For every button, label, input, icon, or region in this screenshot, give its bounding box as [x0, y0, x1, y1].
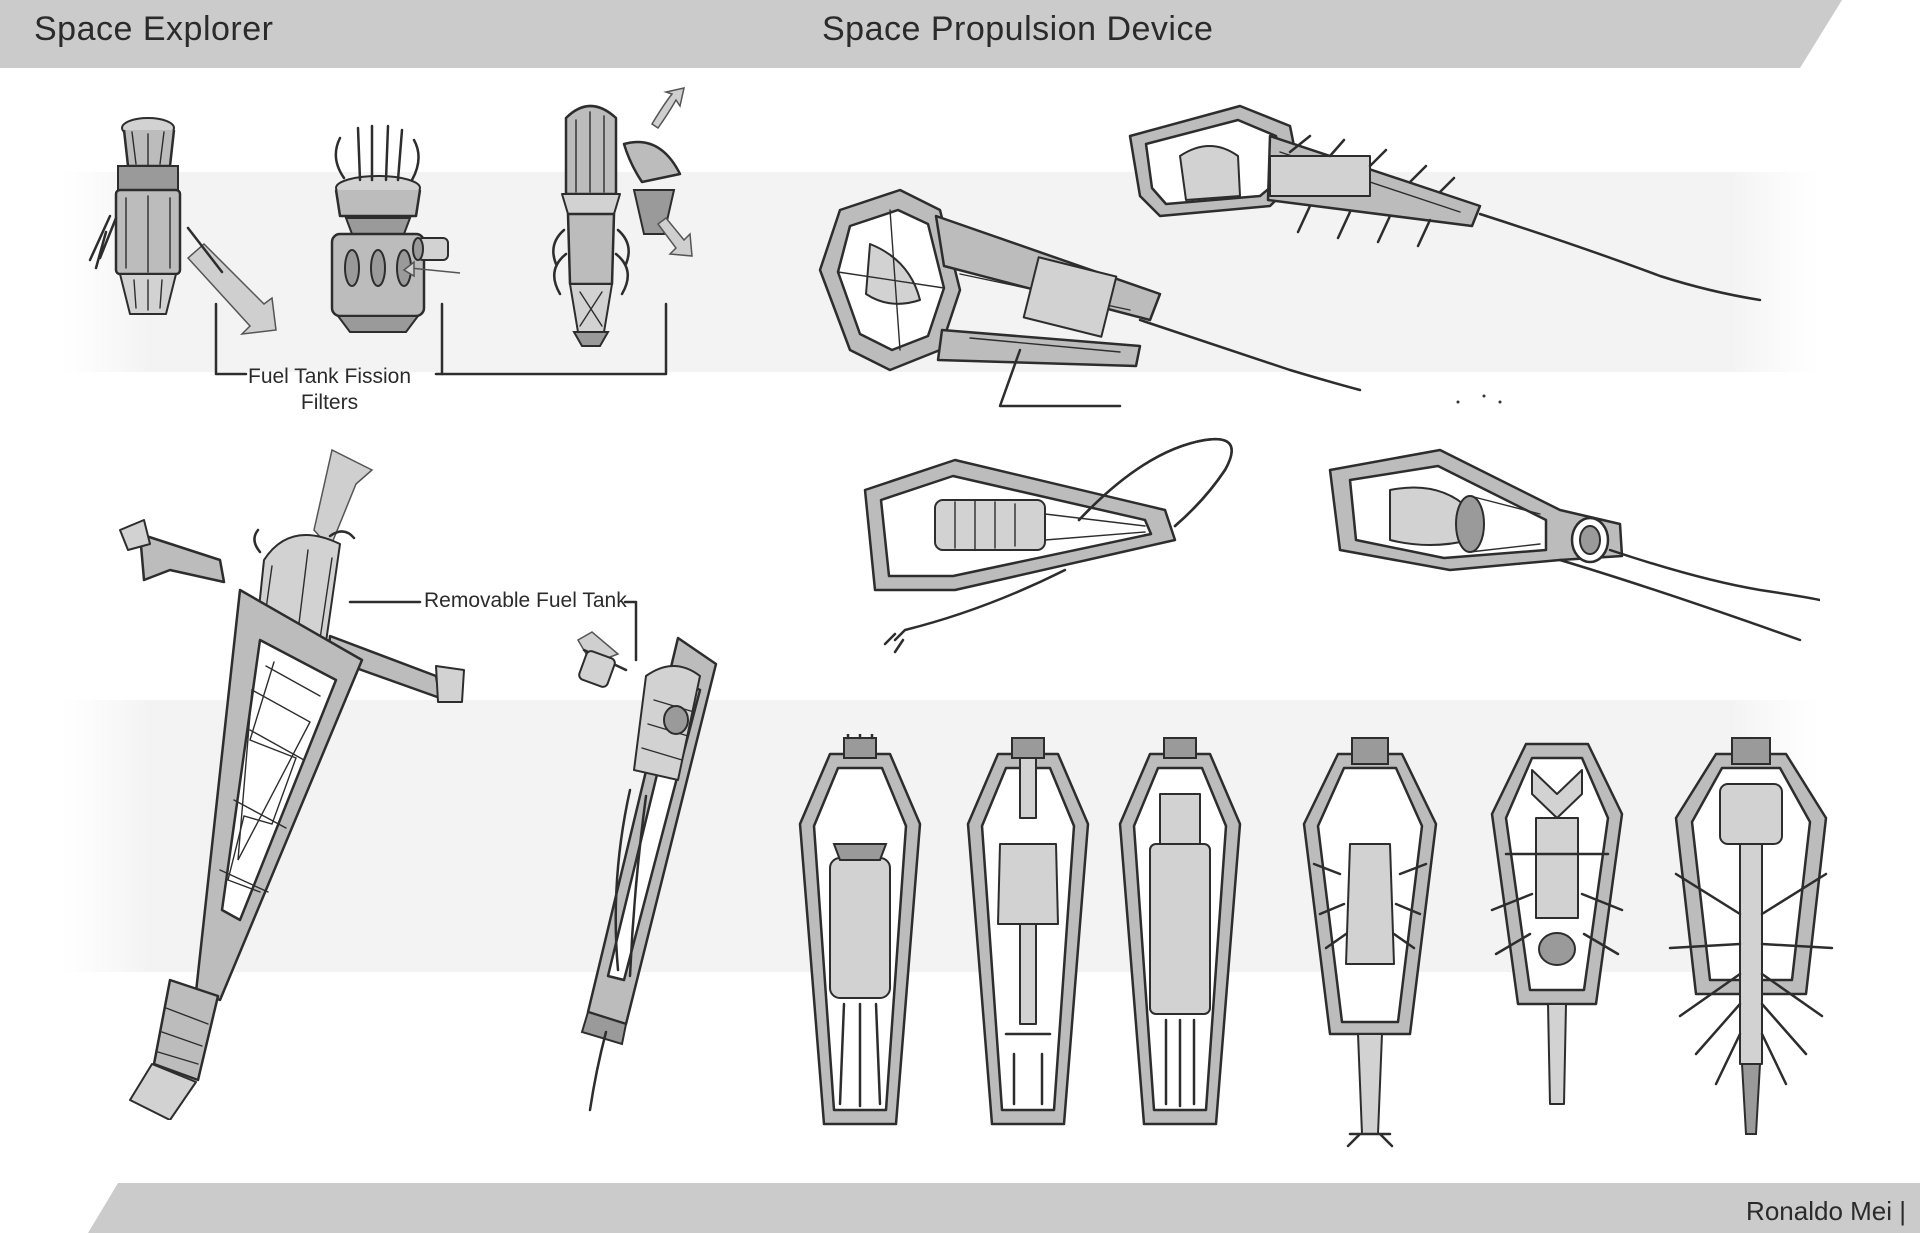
propulsion-variant-2: [958, 734, 1098, 1139]
label-removable-fuel-tank: Removable Fuel Tank: [424, 589, 627, 612]
footer-bar-shape: [88, 1183, 1920, 1233]
page-title-space-propulsion-device: Space Propulsion Device: [822, 10, 1214, 48]
propulsion-variant-6: [1656, 734, 1846, 1149]
fuel-tank-sketch-1: [80, 108, 300, 343]
propulsion-variant-1: [790, 732, 930, 1139]
footer-bar: [0, 1183, 1920, 1233]
header-bar: [0, 0, 1920, 68]
author-credit: Ronaldo Mei |: [1746, 1196, 1906, 1226]
page-title-space-explorer: Space Explorer: [34, 10, 274, 48]
propulsion-variant-3: [1110, 734, 1250, 1139]
annotation-bracket: [210, 300, 680, 385]
fuel-tank-sketch-2: [310, 118, 480, 348]
removable-fuel-tank-leader: [340, 594, 640, 669]
propulsion-variant-4: [1290, 734, 1450, 1159]
fuel-tank-sketch-3: [540, 84, 700, 359]
header-bar-shape: [0, 0, 1842, 68]
propulsion-variant-5: [1472, 734, 1642, 1129]
space-explorer-side-sketch: [530, 620, 750, 1125]
propulsion-device-sketch-4: [1320, 440, 1822, 655]
sketch-dots: [1440, 388, 1520, 413]
label-fuel-tank-fission-filters: Fuel Tank Fission Filters: [248, 364, 411, 417]
propulsion-device-sketch-2: [1120, 96, 1770, 321]
label-fuel-tank-fission-filters-line2: Filters: [300, 391, 359, 415]
propulsion-device-sketch-3: [845, 430, 1265, 675]
propulsion-device-sketch-1: [810, 170, 1370, 415]
space-explorer-main-sketch: [100, 440, 500, 1125]
label-fuel-tank-fission-filters-line1: Fuel Tank Fission: [248, 365, 412, 388]
